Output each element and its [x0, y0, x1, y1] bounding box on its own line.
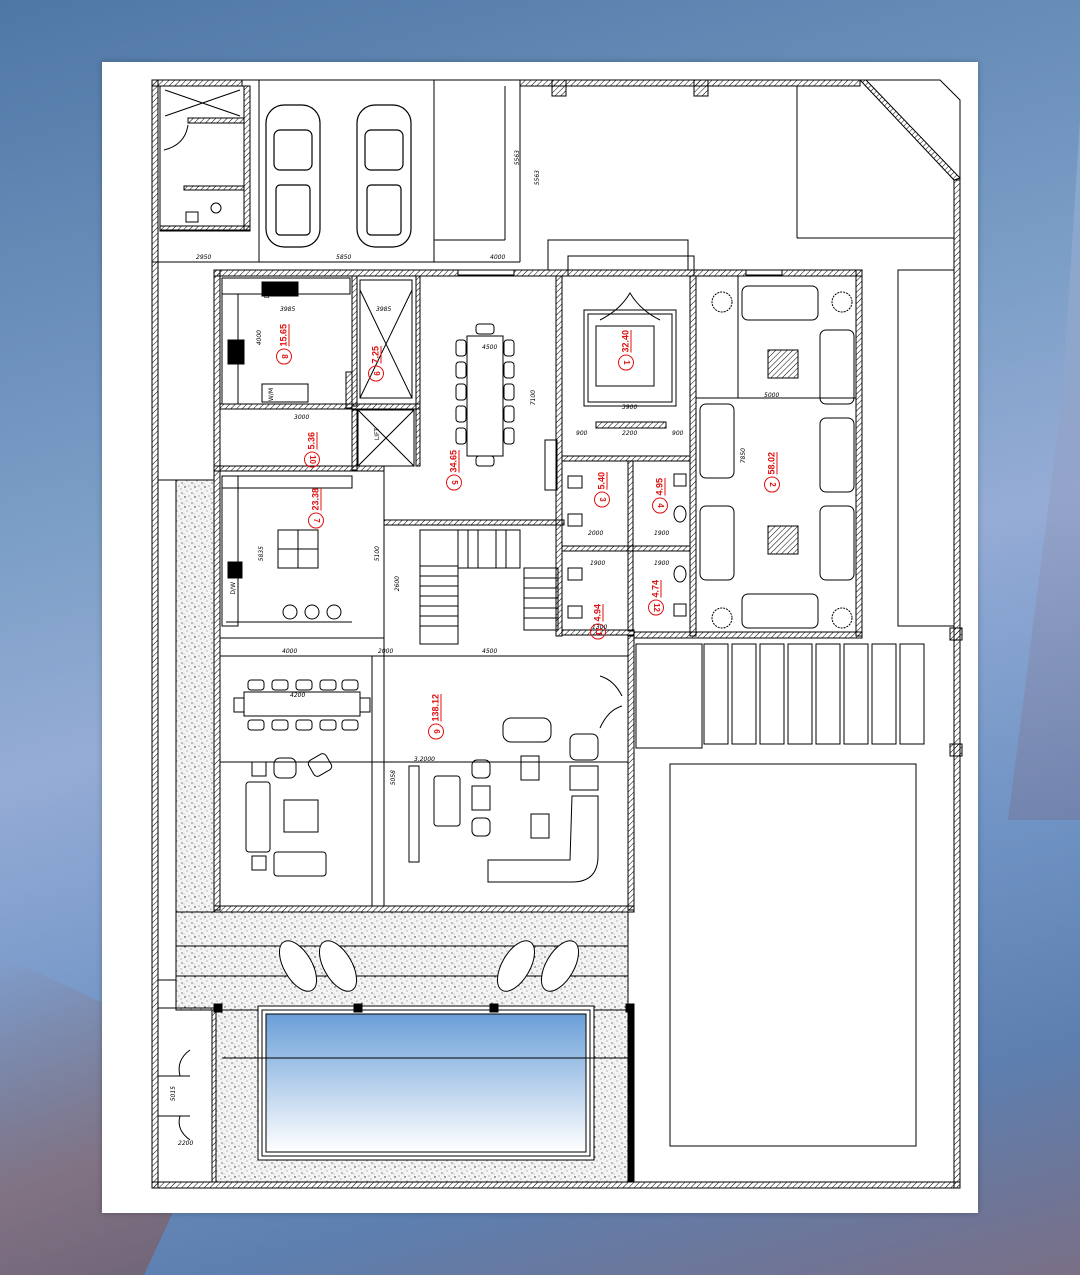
washing-machine-tag: W/M: [268, 388, 275, 402]
dim-kitchen2-depth: 5835: [258, 546, 265, 562]
dim-bath-a: 2000: [588, 530, 604, 537]
dim-garage-width: 5850: [336, 254, 352, 261]
dim-hall-mid: 2200: [622, 430, 638, 437]
guard-room: [159, 85, 251, 232]
dim-living-depth: 5058: [390, 770, 397, 786]
pool-changing-room: [157, 1007, 217, 1183]
entrance-hall-feature: [583, 292, 677, 429]
dim-garage-side: 5563: [534, 170, 541, 186]
dim-hall-side-b: 900: [672, 430, 684, 437]
dim-garage-right: 4000: [490, 254, 506, 261]
dim-majlis-depth: 7850: [740, 448, 747, 464]
dim-living-a: 4200: [290, 692, 306, 699]
gravel-strip: [157, 479, 215, 981]
dim-garage-depth: 5563: [514, 150, 521, 166]
dim-tv-wall: 3.2000: [414, 756, 435, 763]
court-area: [669, 763, 917, 1147]
dim-bath-e: 1300: [592, 624, 608, 631]
dim-kitchen-width: 3985: [280, 306, 296, 313]
sitting-area-furniture: [245, 753, 333, 877]
dim-majlis-width: 5000: [764, 392, 780, 399]
dim-pool-room-width: 2200: [178, 1140, 194, 1147]
car-icon-1: [265, 104, 321, 248]
majlis-furniture: [699, 285, 855, 629]
dim-hall-side-a: 900: [576, 430, 588, 437]
dishwasher-tag: D/W: [264, 286, 271, 299]
dim-kitchen-depth: 4000: [256, 330, 263, 346]
dim-kitchen2-width: 4000: [282, 648, 298, 655]
dim-bath-d: 1900: [654, 560, 670, 567]
dim-hall-width: 3900: [622, 404, 638, 411]
bathroom-fixtures: [567, 473, 687, 619]
sun-loungers: [278, 940, 580, 992]
outer-boundary-wall: [151, 79, 961, 1189]
dim-pool-room-depth: 5015: [170, 1086, 177, 1102]
staircase: [419, 529, 559, 645]
lift-tag: LIFT: [374, 428, 381, 441]
garage: [152, 80, 521, 263]
lift-shaft: [357, 409, 415, 467]
swimming-pool: [213, 1003, 635, 1161]
dim-dining-depth: 7100: [530, 390, 537, 406]
dim-stair-depth: 5100: [374, 546, 381, 562]
dining-table: [455, 323, 515, 467]
dim-store-width: 3985: [376, 306, 392, 313]
dim-laundry-width: 3000: [294, 414, 310, 421]
dim-bath-c: 1900: [590, 560, 606, 567]
dim-stair-run: 2600: [394, 576, 401, 592]
interior-walls: [213, 275, 856, 906]
dim-garage-left: 2950: [196, 254, 212, 261]
front-steps: [635, 627, 963, 757]
kitchen-island: [221, 475, 353, 627]
dim-corr-width: 2000: [378, 648, 394, 655]
car-icon-2: [356, 104, 412, 248]
house-walls: [213, 269, 863, 913]
living-room-furniture: [408, 717, 599, 883]
dishwasher-tag-2: D/W: [230, 582, 237, 595]
family-dining-table: [233, 679, 371, 731]
dim-stair-width: 4500: [482, 648, 498, 655]
kitchen-counter: [221, 277, 351, 405]
dim-bath-b: 1900: [654, 530, 670, 537]
dim-dining-table: 4500: [482, 344, 498, 351]
